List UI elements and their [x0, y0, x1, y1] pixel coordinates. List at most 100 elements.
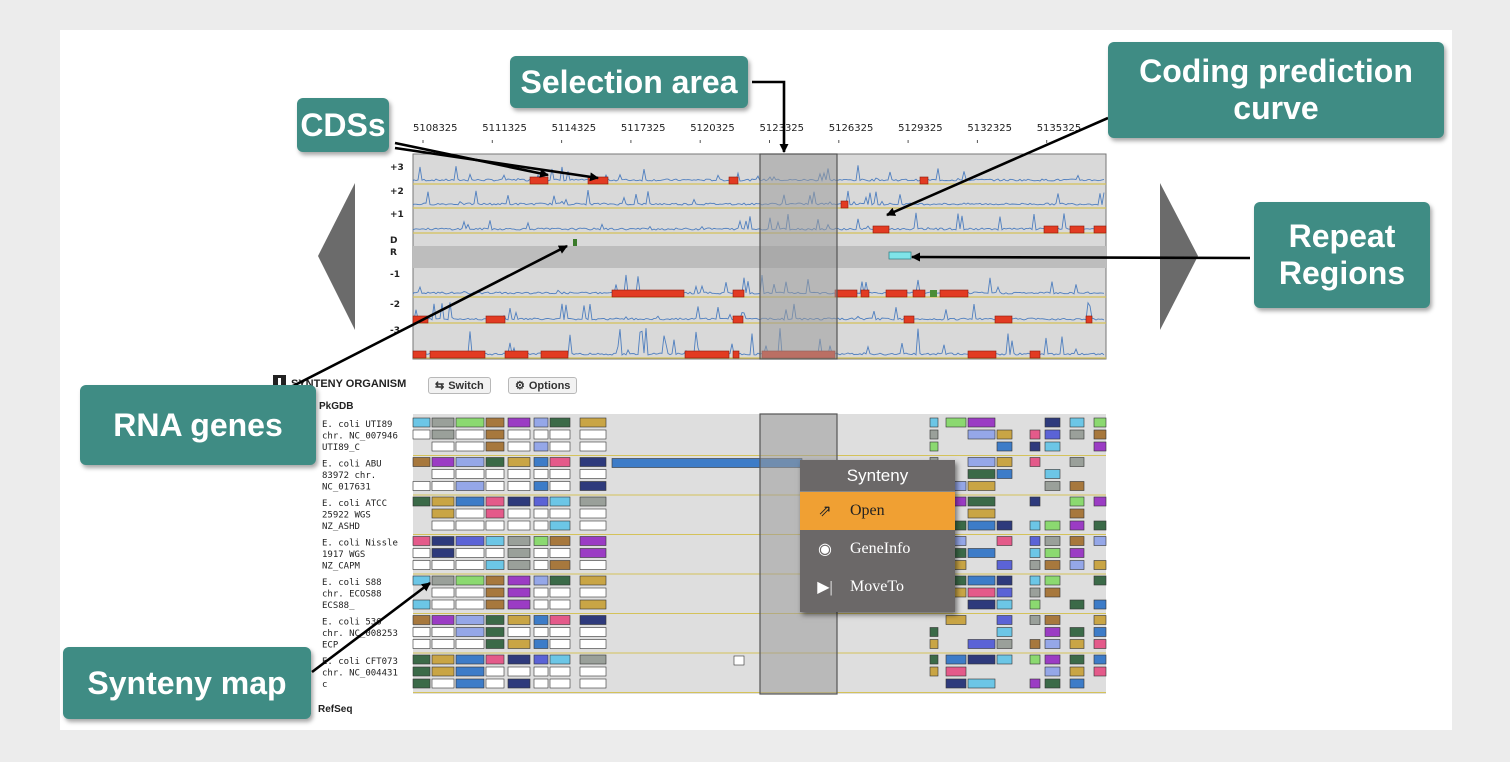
synteny-block: [967, 508, 996, 519]
synteny-block: [996, 575, 1013, 586]
synteny-block: [455, 654, 485, 665]
cds-feature: [1069, 225, 1085, 234]
synteny-block: [929, 639, 939, 649]
synteny-block: [1093, 654, 1107, 665]
synteny-block: [1093, 520, 1107, 531]
synteny-block: [549, 429, 571, 440]
synteny-block: [1029, 654, 1041, 665]
coding-prediction-curve: [412, 274, 1105, 295]
synteny-block: [1093, 429, 1107, 440]
synteny-block: [1029, 457, 1041, 467]
synteny-block: [412, 615, 431, 625]
synteny-block: [431, 560, 455, 570]
synteny-block: [967, 520, 996, 531]
synteny-block: [431, 496, 455, 507]
synteny-block: [1069, 627, 1085, 637]
synteny-block: [455, 575, 485, 586]
options-label: Options: [528, 379, 571, 392]
synteny-block: [579, 508, 607, 519]
synteny-block: [549, 587, 571, 598]
organism-label: 83972 chr.: [322, 471, 376, 481]
synteny-block: [1093, 560, 1107, 570]
organism-label: E. coli UTI89: [322, 420, 392, 430]
synteny-block: [996, 587, 1013, 598]
options-button[interactable]: ⚙ Options: [508, 377, 578, 394]
synteny-block: [533, 639, 549, 649]
synteny-block: [412, 599, 431, 610]
synteny-block: [929, 627, 939, 637]
synteny-block: [929, 441, 939, 452]
menu-item-label: Open: [850, 502, 885, 519]
coding-prediction-curve: [412, 301, 1105, 321]
synteny-block: [431, 429, 455, 440]
cds-feature: [885, 289, 908, 298]
external-link-icon: ⇗: [818, 503, 832, 520]
synteny-block: [412, 548, 431, 558]
synteny-block: [412, 560, 431, 570]
synteny-block: [1069, 520, 1085, 531]
synteny-block: [579, 639, 607, 649]
synteny-block: [579, 457, 607, 467]
synteny-block: [1029, 575, 1041, 586]
synteny-block: [507, 599, 531, 610]
synteny-block: [533, 654, 549, 665]
ruler-tick-label: 5135325: [1037, 123, 1082, 134]
synteny-block: [485, 520, 505, 531]
synteny-block: [485, 587, 505, 598]
frame-label: -3: [390, 326, 400, 336]
synteny-block: [996, 599, 1013, 610]
organism-label: chr. ECOS88: [322, 590, 382, 600]
cds-feature: [412, 350, 427, 359]
synteny-block: [455, 457, 485, 467]
synteny-block: [455, 666, 485, 677]
synteny-block: [485, 654, 505, 665]
menu-item-open[interactable]: ⇗ Open: [800, 492, 955, 530]
switch-button[interactable]: ⇆ Switch: [428, 377, 491, 394]
synteny-block: [485, 615, 505, 625]
rna-gene-feature: [930, 290, 937, 297]
menu-item-moveto[interactable]: ▶| MoveTo: [800, 568, 955, 606]
synteny-block: [533, 627, 549, 637]
frame-label: -2: [390, 300, 400, 310]
synteny-block: [412, 639, 431, 649]
synteny-block: [1029, 536, 1041, 546]
synteny-block: [507, 417, 531, 428]
synteny-block: [507, 666, 531, 677]
synteny-block: [1029, 496, 1041, 507]
selection-area[interactable]: [759, 153, 838, 360]
callout-cdss: CDSs: [297, 98, 389, 152]
synteny-block: [533, 496, 549, 507]
synteny-block: [945, 654, 967, 665]
synteny-block: [533, 417, 549, 428]
synteny-block: [1093, 536, 1107, 546]
synteny-block: [1069, 536, 1085, 546]
synteny-block: [579, 441, 607, 452]
source-bottom-label: RefSeq: [318, 704, 352, 715]
menu-item-geneinfo[interactable]: ◉ GeneInfo: [800, 530, 955, 568]
synteny-block: [507, 469, 531, 479]
cds-feature: [1085, 315, 1093, 324]
synteny-block: [533, 508, 549, 519]
scroll-left-arrow-icon[interactable]: [318, 183, 355, 330]
frame-label: R: [390, 248, 397, 258]
synteny-block: [996, 429, 1013, 440]
synteny-title: SYNTENY ORGANISM: [291, 378, 406, 390]
synteny-block: [549, 457, 571, 467]
synteny-block: [1044, 548, 1061, 558]
switch-icon: ⇆: [435, 380, 445, 392]
synteny-block: [967, 548, 996, 558]
synteny-block: [1044, 481, 1061, 491]
synteny-block: [549, 615, 571, 625]
source-top-label: PkGDB: [319, 401, 353, 412]
synteny-block: [929, 417, 939, 428]
synteny-block: [1044, 560, 1061, 570]
synteny-block: [579, 429, 607, 440]
synteny-block: [455, 560, 485, 570]
synteny-block: [1044, 575, 1061, 586]
synteny-block: [549, 441, 571, 452]
synteny-block: [579, 666, 607, 677]
synteny-block: [455, 678, 485, 689]
synteny-block: [1069, 457, 1085, 467]
synteny-block: [485, 560, 505, 570]
